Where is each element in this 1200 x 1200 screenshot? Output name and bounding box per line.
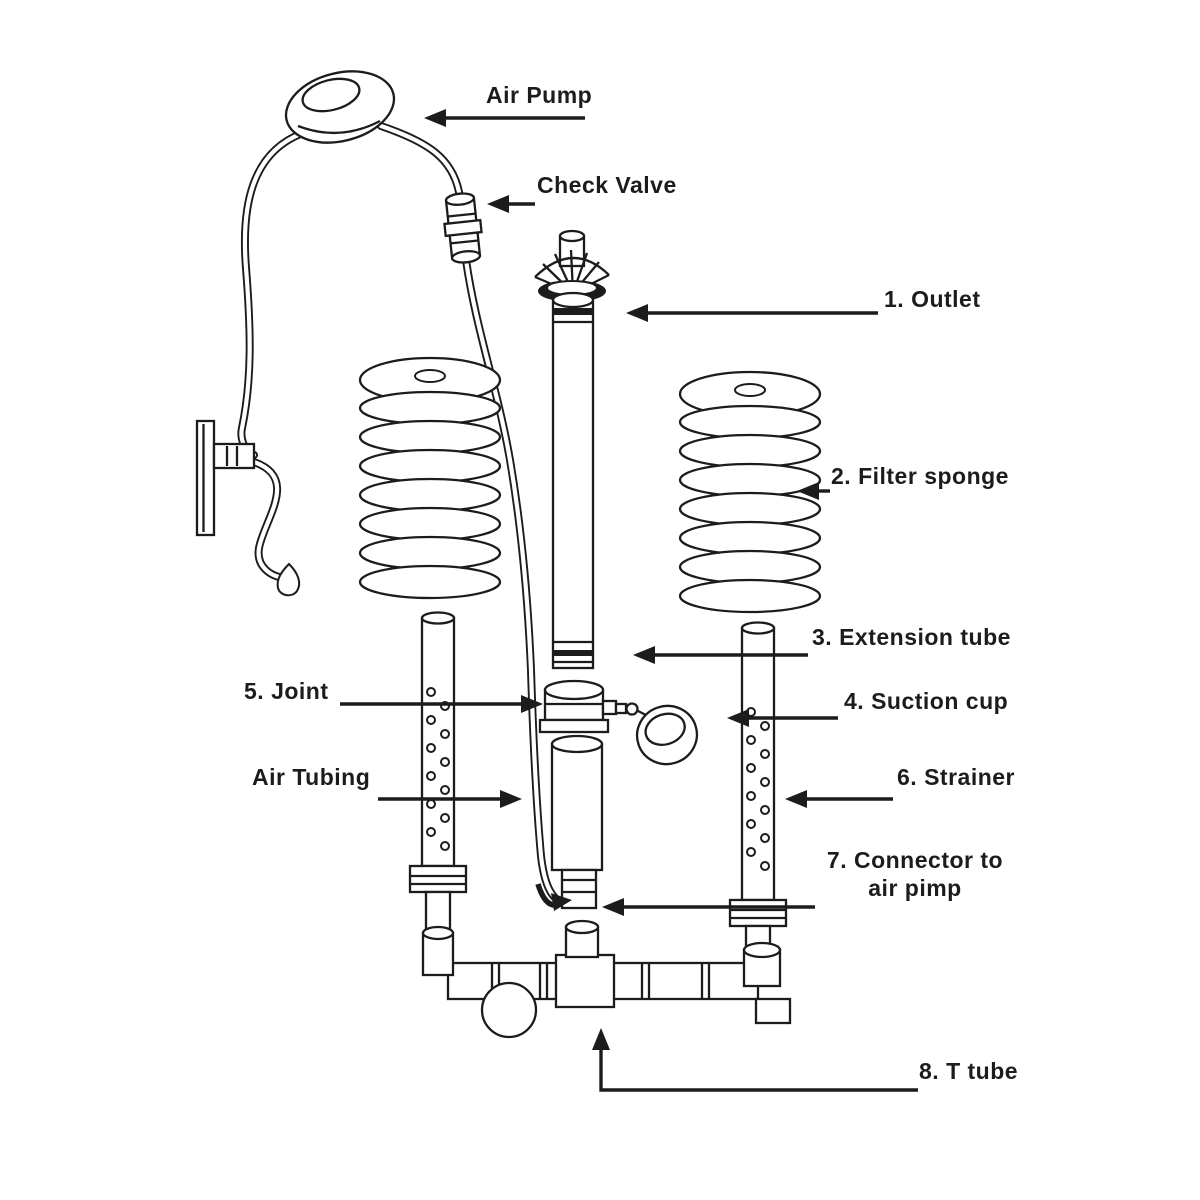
label-air-pump: Air Pump	[486, 82, 593, 108]
wall-bracket	[195, 419, 256, 537]
label-connector: 7. Connector to air pimp	[815, 846, 1015, 902]
outlet-tube	[551, 298, 595, 670]
lower-tube	[550, 734, 604, 872]
label-joint: 5. Joint	[244, 678, 329, 704]
arrow-t-tube	[599, 1048, 918, 1092]
label-suction-cup: 4. Suction cup	[844, 688, 1009, 714]
tubing-loop-end	[276, 562, 301, 597]
air-pump	[284, 70, 396, 144]
label-t-tube: 8. T tube	[919, 1058, 1019, 1084]
leader-arrows	[340, 109, 918, 1092]
air-pump-connector	[535, 868, 598, 911]
joint	[538, 679, 651, 734]
label-outlet: 1. Outlet	[884, 286, 981, 312]
strainer-left	[408, 611, 468, 936]
label-air-tubing: Air Tubing	[252, 764, 371, 790]
strainer-right	[728, 621, 788, 954]
outlet-assembly	[534, 229, 610, 670]
check-valve	[443, 192, 483, 264]
label-strainer: 6. Strainer	[897, 764, 1015, 790]
label-connector-line2: air pimp	[868, 875, 962, 901]
t-junction	[554, 953, 616, 1009]
label-connector-line1: 7. Connector to	[826, 847, 1004, 873]
label-filter-sponge: 2. Filter sponge	[831, 463, 1009, 489]
suction-cup	[635, 704, 699, 766]
label-extension-tube: 3. Extension tube	[812, 624, 1011, 650]
ball-valve	[480, 981, 538, 1039]
filter-sponge-left	[358, 356, 502, 600]
filter-sponge-right	[678, 370, 822, 614]
t-tube-assembly	[421, 919, 792, 1039]
label-check-valve: Check Valve	[537, 172, 677, 198]
